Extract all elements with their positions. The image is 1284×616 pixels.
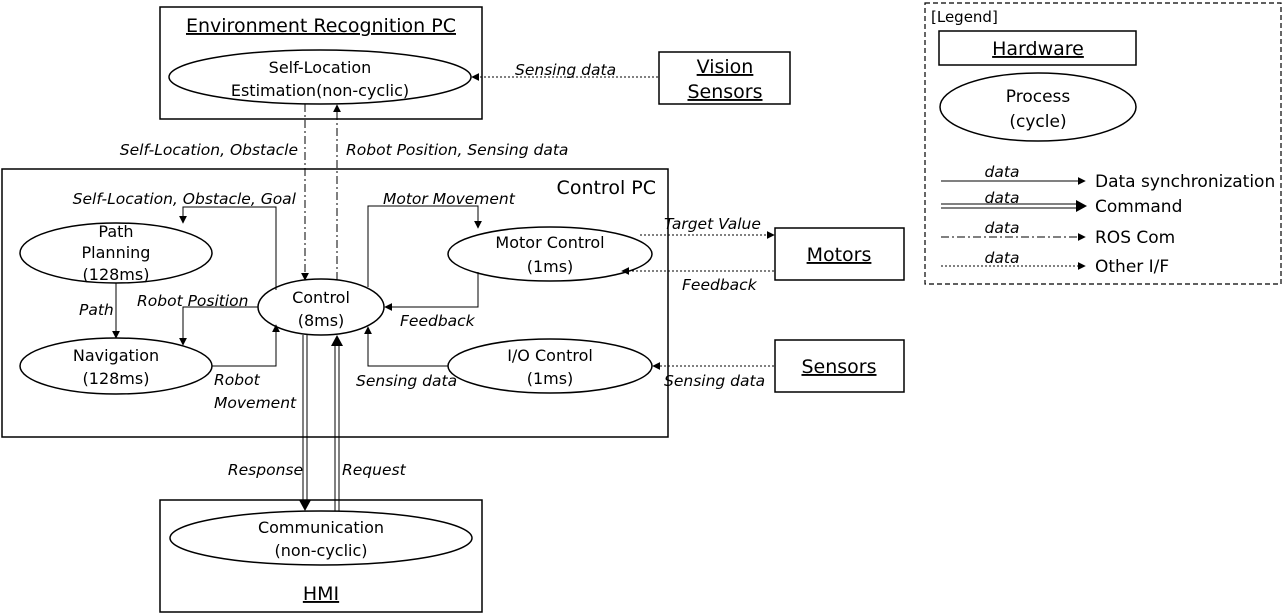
legend-process-ellipse <box>939 72 1137 142</box>
sensors-box <box>774 339 905 393</box>
legend-other-label: Other I/F <box>1095 257 1169 277</box>
legend-box <box>924 2 1282 285</box>
legend-command-tag: data <box>985 189 1020 207</box>
sensing-data-io-label: Sensing data <box>356 372 457 390</box>
communication-to-control-command-arrow <box>331 335 343 511</box>
motors-box <box>774 227 905 281</box>
legend-command-label: Command <box>1095 197 1182 217</box>
legend-hardware-box <box>938 30 1137 66</box>
motor-control-process <box>447 226 653 282</box>
communication-label-2: (non-cyclic) <box>274 541 367 560</box>
path-planning-label-2: Planning <box>82 243 151 262</box>
io-control-label-2: (1ms) <box>527 369 574 388</box>
self-location-obstacle-goal-label: Self-Location, Obstacle, Goal <box>73 190 297 208</box>
legend-sync-label: Data synchronization <box>1095 172 1275 192</box>
legend-title: [Legend] <box>931 8 998 26</box>
io-control-label-1: I/O Control <box>507 346 593 365</box>
navigation-label-1: Navigation <box>73 346 159 365</box>
path-label: Path <box>79 301 114 319</box>
robot-position-label: Robot Position <box>137 292 248 310</box>
motors-label: Motors <box>807 244 872 266</box>
path-planning-label-3: (128ms) <box>83 265 150 284</box>
legend-hardware-label: Hardware <box>992 38 1084 60</box>
control-label-1: Control <box>292 288 350 307</box>
sensing-data-sensors-label: Sensing data <box>664 372 765 390</box>
self-location-label-1: Self-Location <box>269 58 372 77</box>
feedback-control-label: Feedback <box>400 312 476 330</box>
motor-control-label-1: Motor Control <box>495 233 604 252</box>
control-to-motor-control-arrow <box>367 205 482 287</box>
vision-sensors-label-2: Sensors <box>687 81 762 103</box>
motor-control-label-2: (1ms) <box>527 257 574 276</box>
self-location-obstacle-label: Self-Location, Obstacle <box>120 141 298 159</box>
hmi-box <box>159 499 483 613</box>
request-label: Request <box>342 461 407 479</box>
target-value-label: Target Value <box>664 215 761 233</box>
environment-recognition-pc-box <box>159 6 483 120</box>
control-to-navigation-arrow <box>179 306 258 346</box>
legend-ros-tag: data <box>985 219 1020 237</box>
control-to-communication-command-arrow <box>299 335 311 511</box>
sensing-data-vision-label: Sensing data <box>515 61 616 79</box>
legend-command-line <box>941 200 1087 212</box>
legend-ros-label: ROS Com <box>1095 228 1175 248</box>
legend-other-tag: data <box>985 249 1020 267</box>
legend-process-label-1: Process <box>1006 87 1071 107</box>
feedback-motors-label: Feedback <box>682 276 758 294</box>
motor-control-to-control-arrow <box>384 272 479 311</box>
robot-movement-label-2: Movement <box>214 394 297 412</box>
path-planning-label-1: Path <box>98 222 133 241</box>
vision-sensors-label-1: Vision <box>697 56 754 78</box>
motor-movement-label: Motor Movement <box>383 190 516 208</box>
self-location-label-2: Estimation(non-cyclic) <box>231 81 409 100</box>
hmi-label: HMI <box>303 583 339 605</box>
legend-sync-tag: data <box>985 163 1020 181</box>
control-pc-title: Control PC <box>557 177 656 199</box>
control-label-2: (8ms) <box>298 311 345 330</box>
communication-process <box>169 510 473 566</box>
navigation-label-2: (128ms) <box>83 369 150 388</box>
environment-recognition-pc-title: Environment Recognition PC <box>186 15 456 37</box>
vision-sensors-box <box>658 51 791 105</box>
sensors-label: Sensors <box>801 356 876 378</box>
legend: [Legend] Hardware Process (cycle) data D… <box>924 2 1282 285</box>
io-control-to-control-arrow <box>364 326 448 367</box>
navigation-to-control-arrow <box>212 324 280 367</box>
legend-process-label-2: (cycle) <box>1009 112 1066 132</box>
control-to-path-planning-arrow <box>179 206 277 290</box>
robot-movement-label-1: Robot <box>214 371 261 389</box>
communication-label-1: Communication <box>258 518 384 537</box>
response-label: Response <box>228 461 303 479</box>
self-location-process <box>168 49 472 105</box>
robot-position-sensing-label: Robot Position, Sensing data <box>346 141 568 159</box>
